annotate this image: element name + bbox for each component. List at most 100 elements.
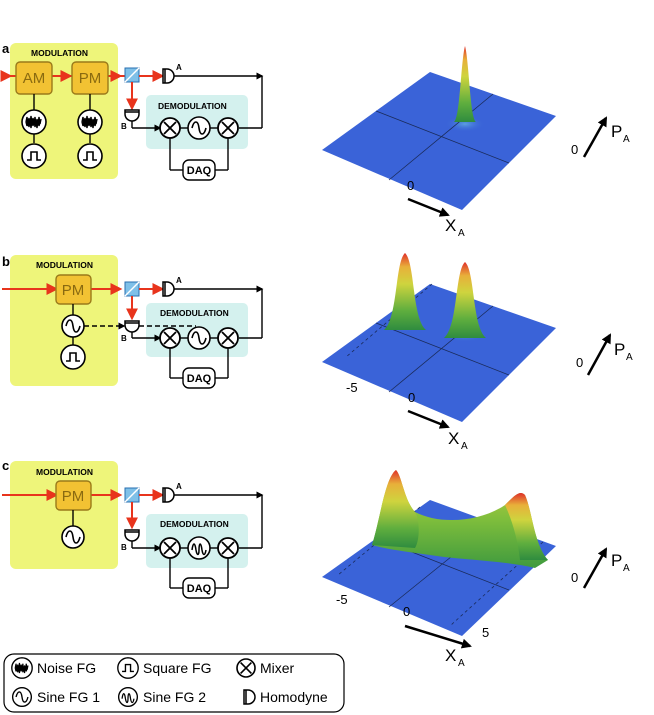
p-tick-a: 0 <box>571 142 578 157</box>
mixer-icon <box>217 117 239 139</box>
x-tick-a: 0 <box>407 178 414 193</box>
x-axis-arrow-a <box>407 197 450 217</box>
detector-a-label: A <box>176 63 182 72</box>
mixer-icon <box>217 537 239 559</box>
p-tick-c: 0 <box>571 570 578 585</box>
daq-label-a: DAQ <box>187 165 212 177</box>
legend-label-sine-fg-1: Sine FG 1 <box>37 689 100 705</box>
panel-letter-c: c <box>2 458 9 473</box>
homodyne-icon <box>162 487 175 503</box>
daq-box-c <box>182 577 216 599</box>
legend-box <box>3 653 345 713</box>
sine-fg-1-icon <box>187 116 211 140</box>
mixer-icon <box>217 327 239 349</box>
modulation-title-c: MODULATION <box>36 467 93 477</box>
x-tick-c-zero: 0 <box>403 604 410 619</box>
p-axis-sub-a: A <box>623 134 630 145</box>
demodulation-title-a: DEMODULATION <box>158 101 227 111</box>
mixer-icon <box>236 658 256 678</box>
square-fg-icon <box>60 344 86 370</box>
legend-label-homodyne: Homodyne <box>260 689 328 705</box>
x-axis-sub-a: A <box>458 228 465 239</box>
legend: Noise FG Square FG Mixer Sine FG 1 Sine … <box>3 653 345 713</box>
pm-label-c: PM <box>62 488 85 505</box>
modulation-box-c <box>10 461 118 569</box>
x-axis-sub-c: A <box>458 658 465 669</box>
p-axis-label-a: P <box>611 122 622 141</box>
x-axis-label-c: X <box>445 646 456 665</box>
x-axis-label-a: X <box>445 216 456 235</box>
panel-letter-a: a <box>2 41 10 56</box>
daq-box-a <box>182 159 216 181</box>
p-axis-sub-c: A <box>623 563 630 574</box>
detector-b-label-b: B <box>121 334 127 343</box>
legend-label-mixer: Mixer <box>260 660 295 676</box>
panel-a-schematic: a MODULATION AM PM DEMODULATION A B <box>0 41 264 181</box>
detector-b-label-c: B <box>121 543 127 552</box>
square-fg-icon <box>77 143 103 169</box>
p-axis-label-b: P <box>614 340 625 359</box>
panel-c-schematic: c MODULATION PM DEMODULATION A B DAQ <box>2 458 264 599</box>
pm-label-a: PM <box>79 70 102 87</box>
square-fg-icon <box>117 657 139 679</box>
homodyne-icon <box>162 68 175 84</box>
sine-fg-1-icon <box>11 686 33 708</box>
homodyne-icon <box>124 320 140 333</box>
legend-label-sine-fg-2: Sine FG 2 <box>143 689 206 705</box>
phase-space-plane-a <box>322 72 556 210</box>
gaussian-peak-b-left <box>384 253 426 330</box>
daq-label-b: DAQ <box>187 373 212 385</box>
panel-b-schematic: b MODULATION PM DEMODULATION A B <box>2 254 264 389</box>
detector-a-label-b: A <box>176 276 182 285</box>
x-tick-c-neg: -5 <box>336 592 348 607</box>
homodyne-icon <box>162 281 175 297</box>
x-axis-sub-b: A <box>461 441 468 452</box>
sine-fg-1-icon <box>61 525 85 549</box>
am-label: AM <box>23 70 46 87</box>
mixer-icon <box>159 537 181 559</box>
noise-fg-icon <box>77 109 103 135</box>
noise-fg-icon <box>11 657 33 679</box>
pm-label-b: PM <box>62 282 85 299</box>
sine-fg-2-icon <box>187 536 211 560</box>
homodyne-icon <box>124 529 140 542</box>
x-axis-arrow-c <box>404 624 472 649</box>
p-axis-arrow-b <box>586 333 612 376</box>
homodyne-icon <box>243 689 256 705</box>
gaussian-peak-b-right <box>444 262 486 338</box>
legend-label-noise-fg: Noise FG <box>37 660 96 676</box>
x-axis-label-b: X <box>448 429 459 448</box>
demodulation-title-b: DEMODULATION <box>160 308 229 318</box>
daq-label-c: DAQ <box>187 583 212 595</box>
phase-space-plane-b <box>322 284 556 422</box>
p-axis-arrow-c <box>582 547 608 589</box>
p-axis-label-c: P <box>611 551 622 570</box>
p-axis-arrow-a <box>582 116 608 158</box>
p-axis-sub-b: A <box>626 352 633 363</box>
gaussian-peak-a <box>454 46 476 122</box>
mixer-icon <box>159 117 181 139</box>
phase-space-plot-c: -5 0 5 0 X A P A <box>322 470 630 669</box>
panel-letter-b: b <box>2 254 10 269</box>
x-tick-b-zero: 0 <box>408 390 415 405</box>
modulation-title-b: MODULATION <box>36 260 93 270</box>
x-axis-arrow-b <box>407 409 450 429</box>
daq-box-b <box>182 367 216 389</box>
sine-fg-2-icon <box>117 686 139 708</box>
detector-b-label: B <box>121 122 127 131</box>
noise-fg-icon <box>21 109 47 135</box>
mixer-icon <box>159 327 181 349</box>
square-fg-icon <box>21 143 47 169</box>
sine-fg-1-icon <box>61 314 85 338</box>
legend-label-square-fg: Square FG <box>143 660 211 676</box>
homodyne-icon <box>124 109 140 122</box>
phase-space-plot-a: 0 0 X A P A <box>322 46 630 239</box>
detector-a-label-c: A <box>176 482 182 491</box>
x-tick-b-neg: -5 <box>346 380 358 395</box>
p-tick-b: 0 <box>576 355 583 370</box>
phase-space-plot-b: -5 0 0 X A P A <box>322 253 633 452</box>
demodulation-title-c: DEMODULATION <box>160 519 229 529</box>
sine-fg-1-icon <box>187 326 211 350</box>
x-tick-c-pos: 5 <box>482 625 489 640</box>
